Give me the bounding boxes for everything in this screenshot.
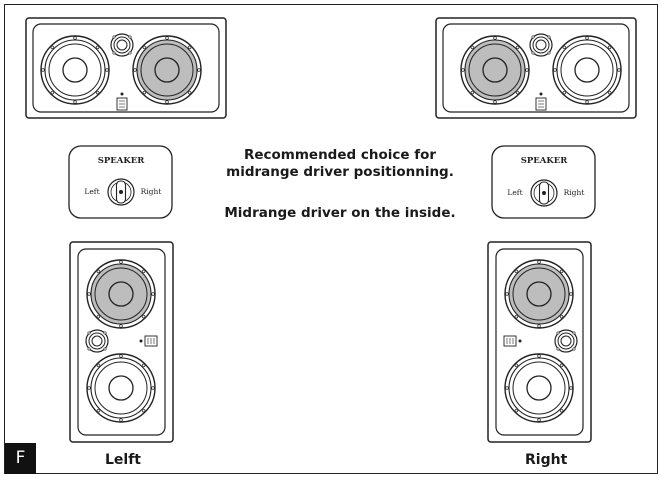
speaker-top-right — [435, 17, 637, 119]
speaker-switch-left — [68, 145, 173, 219]
caption-line-2: midrange driver positionning. — [226, 164, 454, 180]
switch-right-label-right: Right — [564, 188, 585, 197]
label-right: Right — [525, 452, 568, 468]
switch-left-label-right: Right — [141, 187, 162, 196]
label-left: Lelft — [105, 452, 141, 468]
switch-left-title: SPEAKER — [98, 156, 145, 166]
page-letter-badge: F — [5, 443, 36, 474]
speaker-top-left — [25, 17, 227, 119]
speaker-bottom-left — [69, 241, 174, 443]
speaker-bottom-right — [487, 241, 592, 443]
speaker-switch-right — [491, 145, 596, 219]
page-frame — [4, 4, 658, 474]
switch-right-title: SPEAKER — [521, 156, 568, 166]
switch-right-label-left: Left — [507, 188, 522, 197]
caption-line-1: Recommended choice for — [243, 147, 437, 163]
caption-line-3: Midrange driver on the inside. — [224, 205, 456, 221]
switch-left-label-left: Left — [84, 187, 99, 196]
